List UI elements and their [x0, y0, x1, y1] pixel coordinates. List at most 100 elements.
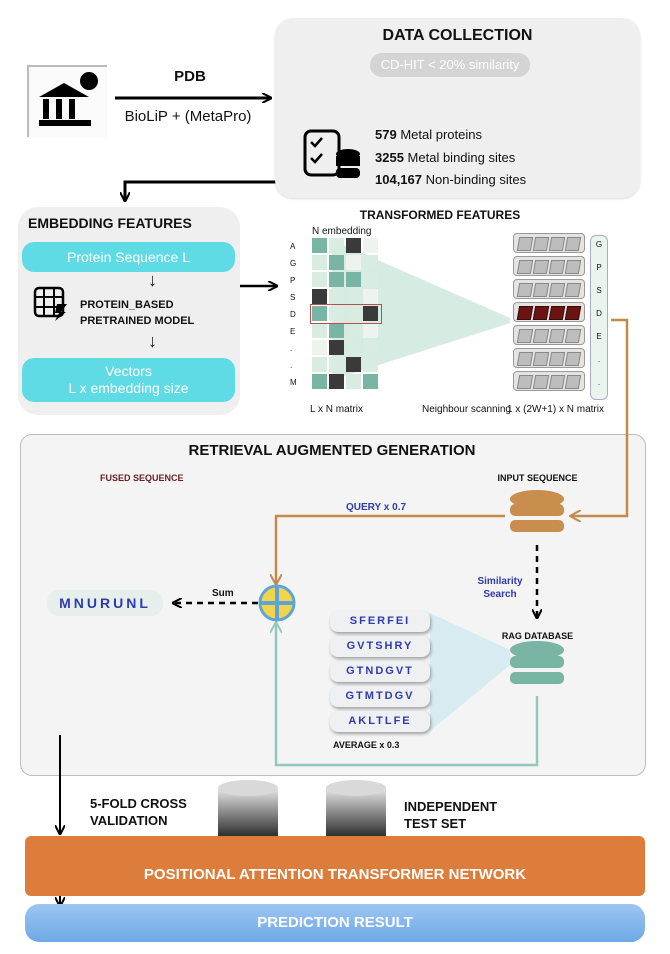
row-letter: S: [290, 293, 296, 302]
stat-label: Metal proteins: [400, 127, 482, 142]
row-letter: P: [290, 276, 296, 285]
window-letter: P: [596, 263, 602, 272]
data-collection-panel: [275, 18, 640, 198]
retrieved-seq-4: GTMTDGV: [330, 686, 430, 707]
window-row: [513, 279, 585, 299]
cv-cylinder-icon: [218, 780, 278, 844]
stat-value: 104,167: [375, 172, 422, 187]
similarity-search-label: Similarity Search: [470, 575, 530, 601]
fused-sequence-label: FUSED SEQUENCE: [100, 473, 184, 483]
window-cell: [516, 375, 534, 389]
window-letter: D: [596, 309, 602, 318]
matrix-cell: [346, 323, 361, 338]
matrix-cell: [329, 272, 344, 287]
window-row: [513, 348, 585, 368]
window-stack: [513, 233, 593, 398]
matrix-cell: [363, 340, 378, 355]
window-cell: [516, 283, 534, 297]
window-cell: [548, 306, 566, 320]
matrix-cell: [312, 289, 327, 304]
window-letter: G: [595, 240, 603, 249]
vectors-box: Vectors L x embedding size: [22, 358, 235, 402]
window-cell: [532, 375, 550, 389]
matrix-cell: [312, 255, 327, 270]
network-bar: POSITIONAL ATTENTION TRANSFORMER NETWORK: [25, 836, 645, 896]
test-set-label: INDEPENDENT TEST SET: [404, 798, 497, 832]
window-cell: [548, 260, 566, 274]
data-collection-title: DATA COLLECTION: [382, 27, 533, 44]
window-cell: [548, 329, 566, 343]
window-cell: [516, 306, 534, 320]
stat-metal-binding-sites: 3255 Metal binding sites: [375, 150, 515, 165]
window-row: [513, 371, 585, 391]
window-cell: [564, 329, 582, 343]
matrix-cell: [363, 306, 378, 321]
window-label: 1 x (2W+1) x N matrix: [507, 404, 604, 415]
window-row: [513, 256, 585, 276]
row-letter: G: [290, 259, 297, 268]
arrow-collection-to-embedding: [125, 180, 278, 200]
fused-output-box: MNURUNL: [47, 590, 163, 616]
matrix-cell: [363, 374, 378, 389]
arrow-down-2-icon: ↓: [148, 331, 157, 351]
window-cell: [516, 329, 534, 343]
window-row: [513, 325, 585, 345]
matrix-cell: [312, 306, 327, 321]
matrix-cell: [346, 255, 361, 270]
window-cell: [516, 237, 534, 251]
matrix-cell: [363, 289, 378, 304]
matrix-cell: [363, 272, 378, 287]
row-letter: A: [290, 242, 296, 251]
matrix-cell: [363, 238, 378, 253]
matrix-cell: [346, 357, 361, 372]
pdb-subtitle: BioLiP + (MetaPro): [124, 108, 252, 125]
matrix-cell: [329, 255, 344, 270]
window-cell: [564, 283, 582, 297]
window-letter: .: [597, 355, 601, 364]
arrow-query: [276, 514, 505, 583]
n-embedding-label: N embedding: [312, 226, 372, 237]
arrow-down-1-icon: ↓: [148, 270, 157, 290]
stat-value: 579: [375, 127, 397, 142]
matrix-cell: [312, 323, 327, 338]
matrix-cell: [329, 357, 344, 372]
stat-label: Metal binding sites: [407, 150, 516, 165]
window-row: [513, 233, 585, 253]
row-letter: M: [290, 378, 297, 387]
cv-label: 5-FOLD CROSS VALIDATION: [90, 795, 187, 829]
matrix-cell: [312, 357, 327, 372]
pdb-logo-icon: [27, 65, 107, 137]
similarity-label-line1: Similarity: [477, 576, 523, 587]
rag-database-icon: [510, 641, 564, 684]
matrix-cell: [346, 374, 361, 389]
row-letter: D: [290, 310, 296, 319]
window-cell: [564, 352, 582, 366]
protein-sequence-box: Protein Sequence L: [22, 242, 235, 272]
model-label-line2: PRETRAINED MODEL: [80, 315, 195, 327]
sum-node-icon: [258, 584, 296, 622]
rag-title: RETRIEVAL AUGMENTED GENERATION: [188, 442, 476, 459]
matrix-cell: [312, 238, 327, 253]
matrix-cell: [346, 306, 361, 321]
rag-database-label: RAG DATABASE: [501, 631, 574, 641]
retrieved-seq-2: GVTSHRY: [330, 636, 430, 657]
matrix-cell: [329, 238, 344, 253]
pdb-title: PDB: [174, 68, 206, 85]
input-sequence-label: INPUT SEQUENCE: [497, 473, 578, 483]
window-cell: [564, 260, 582, 274]
window-cell: [548, 352, 566, 366]
pretrained-model-icon: [33, 286, 69, 322]
row-letter: .: [290, 344, 293, 353]
matrix-cell: [346, 340, 361, 355]
matrix-cell: [312, 340, 327, 355]
embedding-title: EMBEDDING FEATURES: [28, 215, 192, 231]
row-letter: .: [290, 361, 293, 370]
embedding-matrix: [310, 238, 382, 391]
matrix-cell: [329, 340, 344, 355]
retrieved-seq-3: GTNDGVT: [330, 661, 430, 682]
window-letter: .: [597, 378, 601, 387]
window-cell: [548, 237, 566, 251]
window-cell: [564, 237, 582, 251]
matrix-label: L x N matrix: [310, 404, 363, 415]
